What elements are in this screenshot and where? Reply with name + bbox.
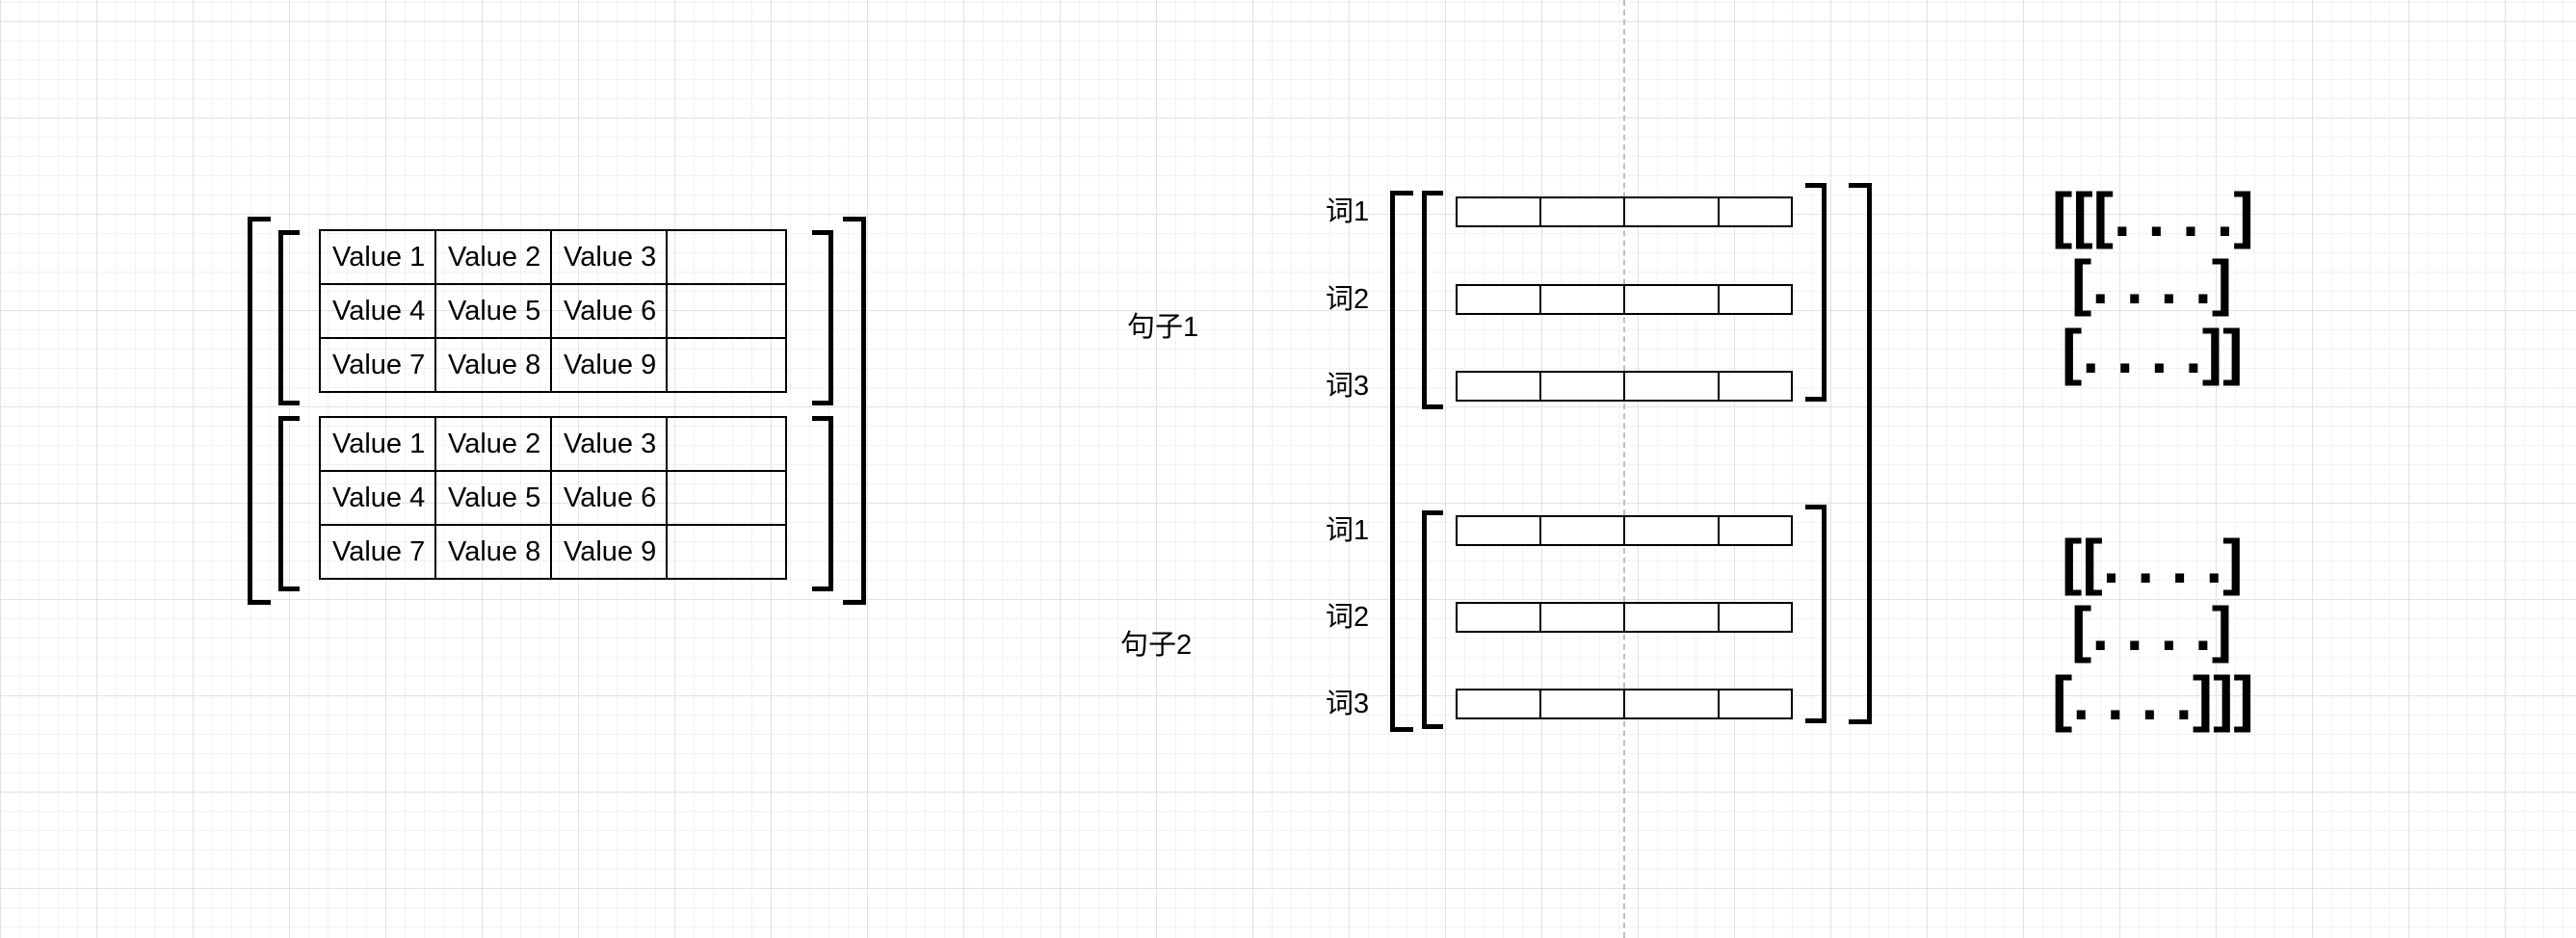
table-cell: Value 1 (319, 229, 436, 285)
block2-left-bracket (278, 416, 300, 591)
table-cell: Value 8 (434, 524, 552, 580)
word-label: 词1 (1326, 196, 1370, 227)
value-table-1: Value 1 Value 2 Value 3 Value 4 Value 5 … (319, 229, 787, 393)
table-cell: Value 3 (550, 416, 668, 472)
block2-right-bracket (812, 416, 833, 591)
block1-left-bracket (278, 230, 300, 405)
table-cell (666, 283, 787, 339)
table-cell (666, 229, 787, 285)
tensor-outer-right-bracket (1849, 183, 1872, 724)
word-label: 词2 (1326, 284, 1370, 315)
table-row: Value 4 Value 5 Value 6 (319, 283, 787, 339)
center-guide-line (1623, 0, 1625, 938)
table-cell: Value 5 (434, 283, 552, 339)
table-cell: Value 9 (550, 524, 668, 580)
table-cell: Value 4 (319, 283, 436, 339)
sentence2-left-bracket (1422, 510, 1443, 729)
array-notation-line: [. . . .]] (2062, 317, 2244, 386)
array-notation-line: [[. . . .] (2062, 527, 2244, 596)
array-notation-line: [[[. . . .] (2052, 180, 2254, 249)
table-cell: Value 7 (319, 524, 436, 580)
table-cell: Value 6 (550, 470, 668, 526)
table-cell: Value 7 (319, 337, 436, 393)
sentence-2-label: 句子2 (1120, 630, 1193, 661)
word-vector (1456, 602, 1793, 633)
block1-right-bracket (812, 230, 833, 405)
table-row: Value 1 Value 2 Value 3 (319, 416, 787, 472)
table-cell: Value 5 (434, 470, 552, 526)
sentence1-left-bracket (1422, 191, 1443, 409)
array-notation-line: [. . . .] (2071, 594, 2233, 664)
sentence2-right-bracket (1805, 505, 1827, 723)
table-cell: Value 2 (434, 416, 552, 472)
array-notation-line: [. . . .]]] (2052, 664, 2254, 733)
table-cell: Value 8 (434, 337, 552, 393)
table-row: Value 4 Value 5 Value 6 (319, 470, 787, 526)
word-label: 词3 (1326, 371, 1370, 402)
table-cell (666, 416, 787, 472)
word-label: 词3 (1326, 689, 1370, 719)
table-cell: Value 9 (550, 337, 668, 393)
tensor-outer-left-bracket (1390, 191, 1413, 732)
table-cell: Value 2 (434, 229, 552, 285)
word-vector (1456, 371, 1793, 402)
table-cell: Value 1 (319, 416, 436, 472)
table-cell: Value 3 (550, 229, 668, 285)
sentence-1-label: 句子1 (1127, 312, 1199, 343)
word-vector (1456, 515, 1793, 546)
table-row: Value 7 Value 8 Value 9 (319, 524, 787, 580)
table-cell (666, 337, 787, 393)
word-label: 词1 (1326, 515, 1370, 546)
table-row: Value 7 Value 8 Value 9 (319, 337, 787, 393)
table-cell: Value 4 (319, 470, 436, 526)
word-label: 词2 (1326, 602, 1370, 633)
value-table-2: Value 1 Value 2 Value 3 Value 4 Value 5 … (319, 416, 787, 580)
word-vector (1456, 689, 1793, 719)
word-vector (1456, 196, 1793, 227)
table-row: Value 1 Value 2 Value 3 (319, 229, 787, 285)
outer-right-bracket (843, 217, 866, 605)
word-vector (1456, 284, 1793, 315)
outer-left-bracket (248, 217, 271, 605)
table-cell: Value 6 (550, 283, 668, 339)
sentence1-right-bracket (1805, 183, 1827, 402)
table-cell (666, 524, 787, 580)
table-cell (666, 470, 787, 526)
array-notation-line: [. . . .] (2071, 248, 2233, 317)
